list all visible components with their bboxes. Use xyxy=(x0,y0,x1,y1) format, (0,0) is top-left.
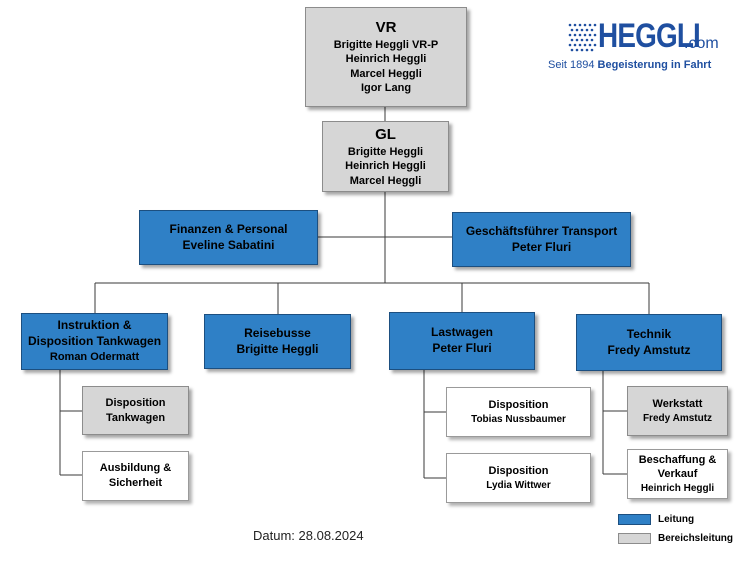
instruktion-title-2: Disposition Tankwagen xyxy=(27,334,162,349)
technik-person: Fredy Amstutz xyxy=(607,342,691,357)
box-lastwagen: Lastwagen Peter Fluri xyxy=(389,312,535,370)
disp-wittwer-person: Lydia Wittwer xyxy=(486,479,551,491)
disp-wittwer-title: Disposition xyxy=(488,465,549,478)
box-reisebusse: Reisebusse Brigitte Heggli xyxy=(204,314,351,369)
box-vr: VR Brigitte Heggli VR-P Heinrich Heggli … xyxy=(305,7,467,107)
instruktion-person: Roman Odermatt xyxy=(49,351,140,364)
gl-member: Brigitte Heggli xyxy=(347,145,424,158)
vr-member: Brigitte Heggli VR-P xyxy=(333,38,439,51)
box-instruktion: Instruktion & Disposition Tankwagen Roma… xyxy=(21,313,168,370)
reisebusse-title: Reisebusse xyxy=(244,325,311,340)
technik-title: Technik xyxy=(626,326,672,341)
legend-item-bereichsleitung: Bereichsleitung xyxy=(618,533,733,544)
vr-member: Igor Lang xyxy=(360,82,412,95)
lastwagen-person: Peter Fluri xyxy=(432,341,492,355)
logo-tagline-bold: Begeisterung in Fahrt xyxy=(597,59,712,71)
werkstatt-person: Fredy Amstutz xyxy=(642,412,713,424)
box-werkstatt: Werkstatt Fredy Amstutz xyxy=(627,386,728,436)
legend-item-leitung: Leitung xyxy=(618,514,694,525)
legend-label: Bereichsleitung xyxy=(658,533,734,544)
gl-title: GL xyxy=(375,125,396,143)
box-technik: Technik Fredy Amstutz xyxy=(576,314,722,371)
box-disposition-tankwagen: Disposition Tankwagen xyxy=(82,386,189,435)
heggli-logo: HEGGLI .com Seit 1894 Begeisterung in Fa… xyxy=(548,15,738,75)
logo-domain: .com xyxy=(684,35,719,52)
legend-label: Leitung xyxy=(658,514,695,525)
beschaffung-title-2: Verkauf xyxy=(657,468,698,481)
box-finanzen-personal: Finanzen & Personal Eveline Sabatini xyxy=(139,210,318,265)
werkstatt-title: Werkstatt xyxy=(652,398,703,411)
box-gl: GL Brigitte Heggli Heinrich Heggli Marce… xyxy=(322,121,449,192)
ausbildung-sub: Sicherheit xyxy=(108,477,163,489)
beschaffung-person: Heinrich Heggli xyxy=(640,482,715,494)
gf-transport-person: Peter Fluri xyxy=(511,239,572,254)
logo-dots-icon xyxy=(568,23,597,52)
disp-tankwagen-sub: Tankwagen xyxy=(105,411,166,424)
legend-swatch-bereichsleitung xyxy=(618,533,651,544)
box-beschaffung-verkauf: Beschaffung & Verkauf Heinrich Heggli xyxy=(627,449,728,499)
ausbildung-title: Ausbildung & xyxy=(99,462,172,475)
box-ausbildung-sicherheit: Ausbildung & Sicherheit xyxy=(82,451,189,501)
vr-member: Heinrich Heggli xyxy=(345,53,427,66)
box-disposition-wittwer: Disposition Lydia Wittwer xyxy=(446,453,591,503)
gf-transport-title: Geschäftsführer Transport xyxy=(465,223,618,238)
reisebusse-person: Brigitte Heggli xyxy=(236,341,319,356)
logo-tagline: Seit 1894 Begeisterung in Fahrt xyxy=(548,59,711,71)
disp-nussbaumer-person: Tobias Nussbaumer xyxy=(471,413,566,425)
disp-nussbaumer-title: Disposition xyxy=(488,399,549,412)
legend-swatch-leitung xyxy=(618,514,651,525)
disp-tankwagen-title: Disposition xyxy=(105,396,166,409)
gl-member: Marcel Heggli xyxy=(349,174,422,187)
instruktion-title: Instruktion & xyxy=(57,318,132,333)
logo-wordmark: HEGGLI xyxy=(598,17,701,55)
finanzen-person: Eveline Sabatini xyxy=(182,237,275,252)
box-disposition-nussbaumer: Disposition Tobias Nussbaumer xyxy=(446,387,591,437)
date-label: Datum: 28.08.2024 xyxy=(253,528,364,543)
vr-member: Marcel Heggli xyxy=(350,67,422,80)
gl-member: Heinrich Heggli xyxy=(345,160,426,173)
vr-title: VR xyxy=(375,19,397,37)
lastwagen-title: Lastwagen xyxy=(430,325,493,340)
finanzen-title: Finanzen & Personal xyxy=(169,221,288,236)
logo-tagline-plain: Seit 1894 xyxy=(548,59,598,71)
beschaffung-title: Beschaffung & xyxy=(638,453,717,466)
box-geschaeftsfuehrer-transport: Geschäftsführer Transport Peter Fluri xyxy=(452,212,631,267)
